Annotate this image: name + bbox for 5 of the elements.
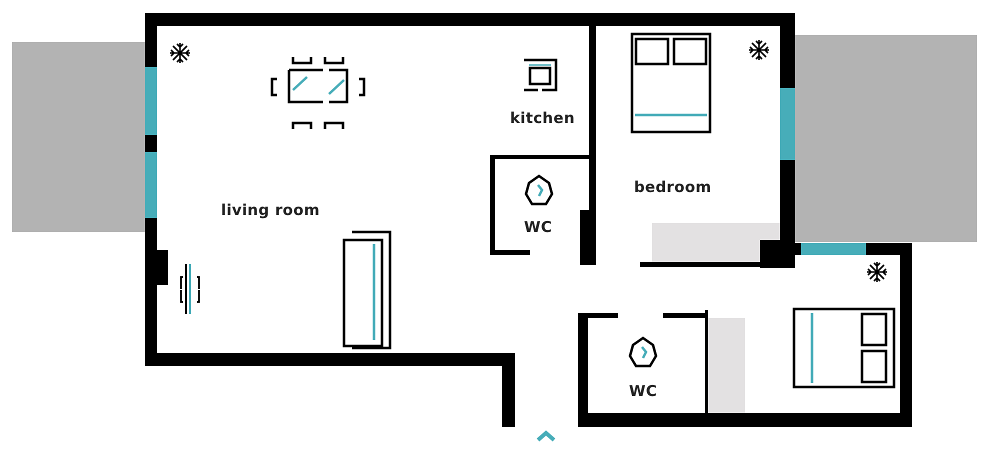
room-label: kitchen — [510, 109, 575, 127]
room-label: bedroom — [634, 178, 712, 196]
room-label: living room — [221, 201, 320, 219]
room-label: WC — [629, 382, 658, 400]
room-label: WC — [524, 218, 552, 236]
